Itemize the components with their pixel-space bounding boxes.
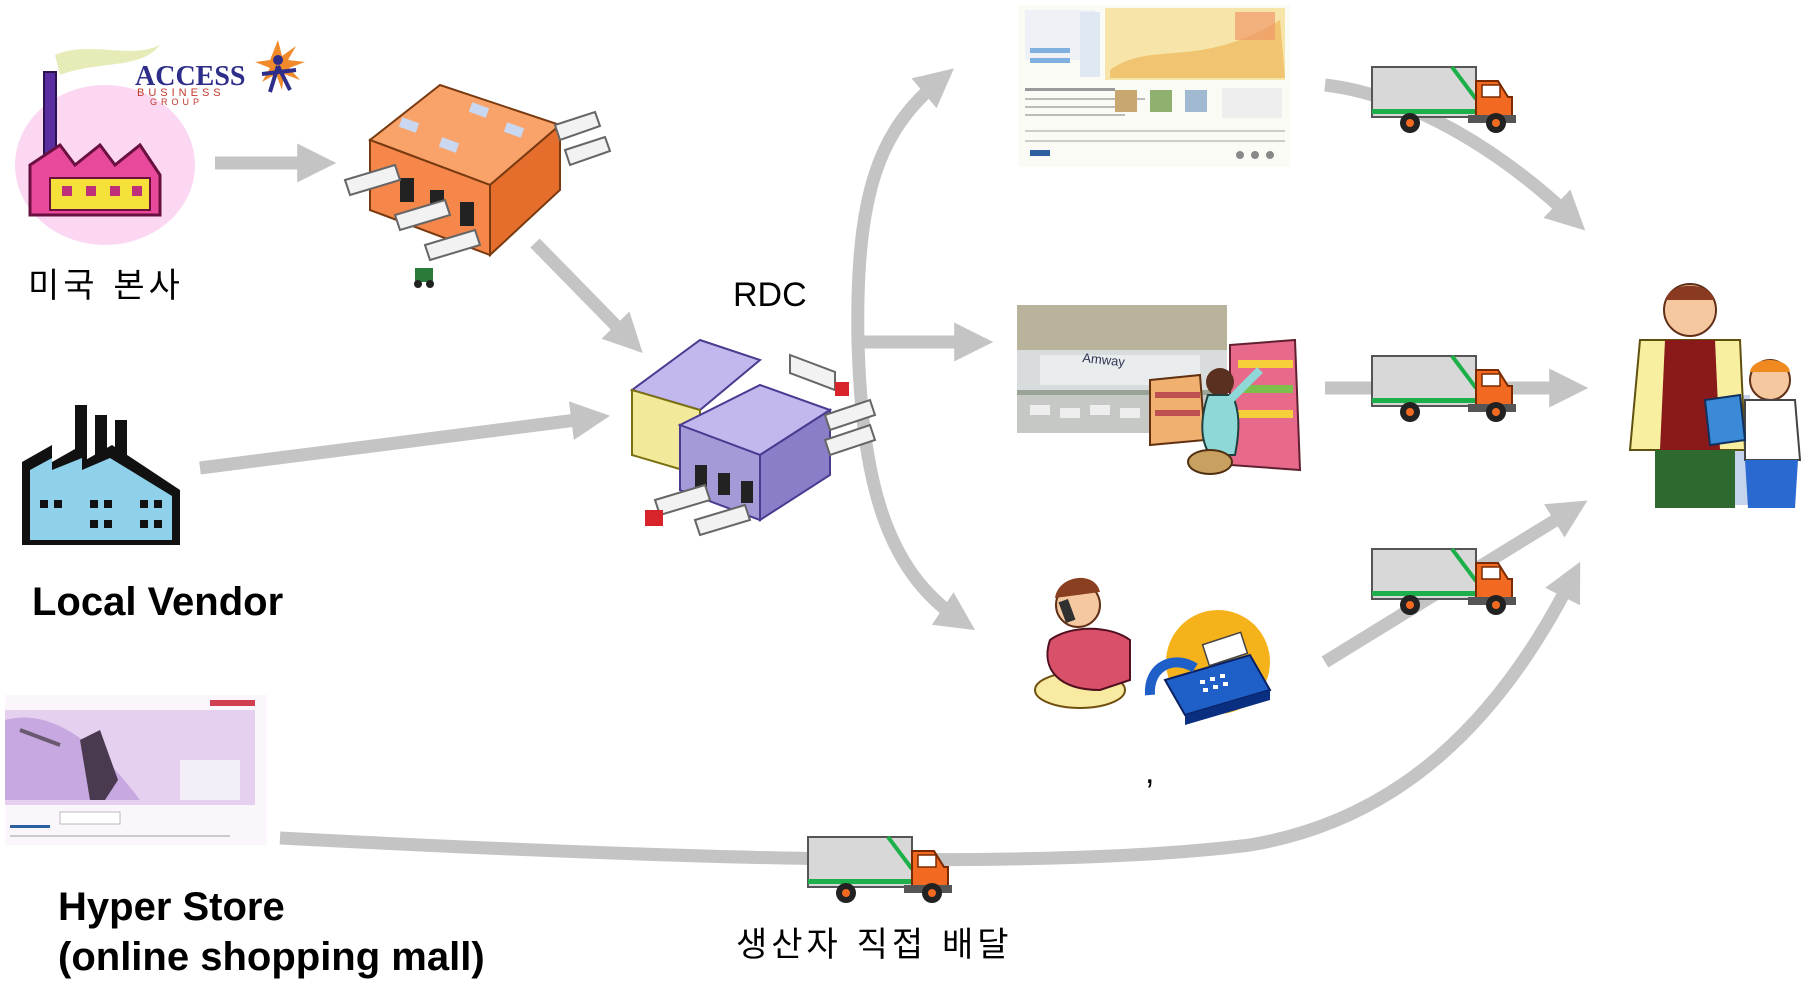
arrow-vendor-to-rdc [199, 401, 611, 475]
hq-label: 미국 본사 [28, 266, 184, 306]
arrow-online-to-customer [1324, 78, 1586, 231]
phone-order-note: , [1145, 753, 1155, 791]
arrow-warehouse-to-rdc [530, 238, 643, 354]
local-vendor-factory-icon [22, 405, 180, 545]
svg-text:BUSINESS: BUSINESS [137, 87, 225, 99]
arrow-rdc-to-online [851, 68, 954, 346]
amway-store-photo: Amway [1017, 305, 1227, 433]
fax-machine-icon [1144, 610, 1272, 725]
svg-text:GROUP: GROUP [150, 97, 203, 107]
access-business-group-logo: ACCESS BUSINESS GROUP [135, 40, 305, 107]
hyper-store-label: Hyper Store [58, 885, 285, 929]
rdc-label: RDC [733, 276, 807, 314]
customer-family-icon [1628, 283, 1802, 508]
local-vendor-label: Local Vendor [32, 580, 284, 624]
phone-order-woman-icon [1034, 577, 1131, 709]
delivery-truck-direct [806, 835, 954, 905]
svg-text:ACCESS: ACCESS [135, 61, 245, 92]
direct-delivery-label: 생산자 직접 배달 [736, 925, 1013, 965]
arrow-rdc-to-phone [851, 341, 976, 631]
warehouse-icon [343, 83, 612, 288]
shopper-at-shelves-icon [1149, 338, 1302, 475]
hq-factory-icon [15, 45, 195, 245]
online-mall-website-thumbnail [1018, 5, 1290, 167]
arrow-direct-delivery [279, 561, 1581, 867]
hyper-store-website-thumbnail [5, 695, 267, 845]
hyper-store-sublabel: (online shopping mall) [58, 935, 485, 979]
svg-text:Amway: Amway [1082, 350, 1126, 369]
rdc-warehouse-icon [629, 338, 877, 537]
delivery-truck-store [1370, 354, 1518, 424]
